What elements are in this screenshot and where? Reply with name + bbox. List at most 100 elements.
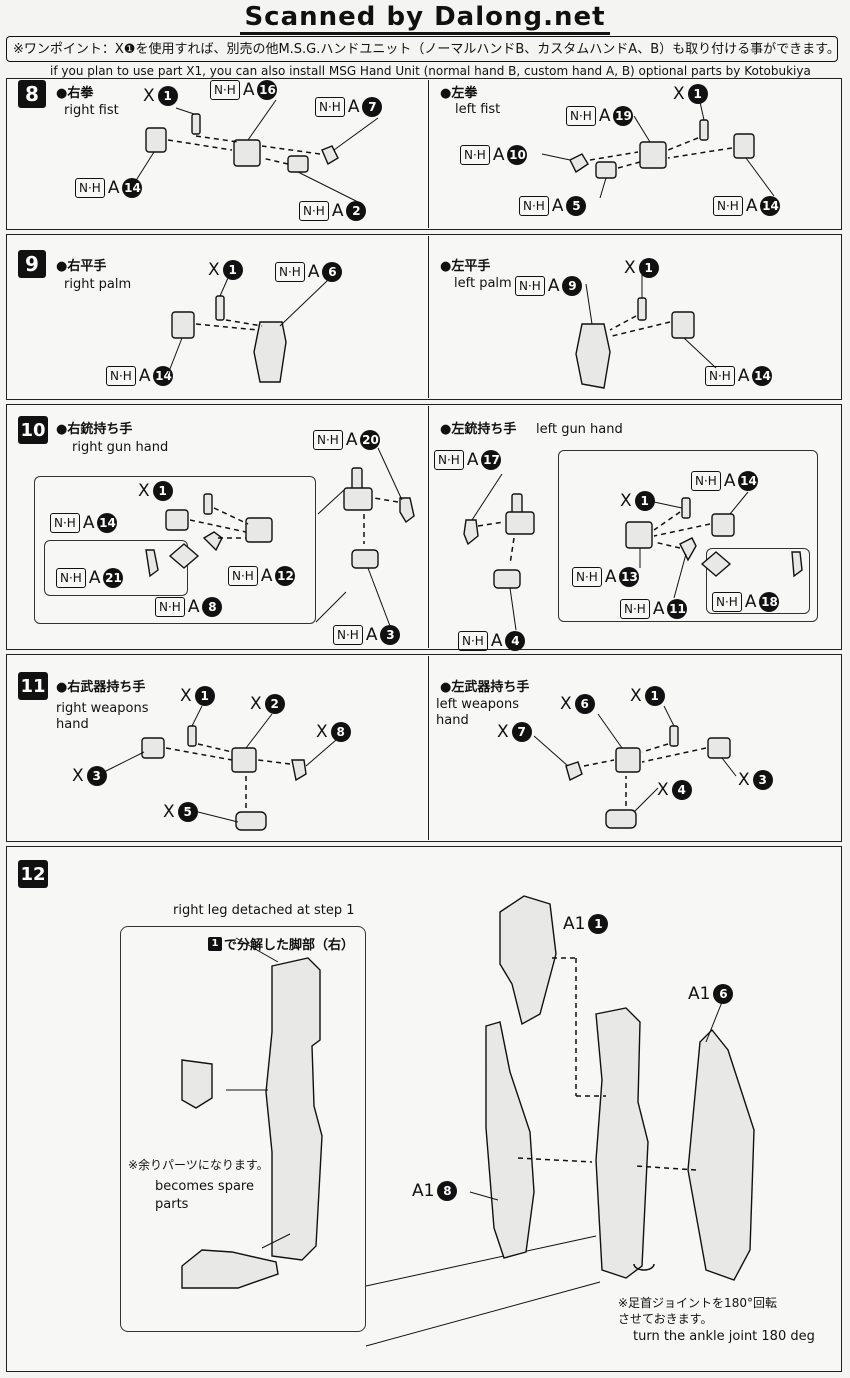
runner-box: N·H [620, 599, 650, 619]
label-letter: X [163, 802, 175, 822]
runner-box: N·H [56, 568, 86, 588]
part-shape [141, 737, 165, 759]
part-number-circle: 1 [157, 86, 178, 106]
step-9-number: 9 [18, 250, 46, 278]
label-letter: A [187, 597, 200, 617]
part-number-circle: 8 [202, 597, 223, 617]
label-letter: A [138, 366, 151, 386]
part-shape [231, 747, 257, 773]
part-shape [235, 811, 267, 831]
ankle-joint-en: turn the ankle joint 180 deg [633, 1329, 815, 1344]
part-shape [399, 497, 415, 524]
label-letter: X [630, 686, 642, 706]
step-9-divider [428, 236, 429, 398]
part-shape [485, 1021, 535, 1259]
right-gun-hand-option-inset [44, 540, 188, 596]
right-fist-en: right fist [64, 103, 119, 118]
runner-box: N·H [313, 430, 343, 450]
part-shape [733, 133, 755, 159]
part-shape [165, 509, 189, 531]
label-letter: X [180, 686, 192, 706]
right-gun-hand-diagram [145, 447, 415, 627]
one-point-note: ※ワンポイント：X❶を使用すれば、別売の他M.S.G.ハンドユニット（ノーマルハ… [6, 36, 838, 62]
part-number-circle: 14 [760, 196, 781, 216]
label-letter: A [347, 97, 360, 117]
label-letter: A [598, 106, 611, 126]
part-number-circle: 20 [360, 430, 381, 450]
part-number-circle: 2 [346, 201, 367, 221]
part-shape [687, 1028, 755, 1281]
part-number-circle: 7 [362, 97, 383, 117]
label-letter: A [551, 196, 564, 216]
part-number-circle: 1 [152, 481, 173, 501]
part-number-circle: 1 [644, 686, 665, 706]
runner-box: N·H [572, 567, 602, 587]
step-11-divider [428, 656, 429, 840]
runner-box: N·H [691, 471, 721, 491]
part-number-circle: 3 [380, 625, 401, 645]
part-number-circle: 1 [588, 914, 609, 934]
part-number-circle: 6 [713, 984, 734, 1004]
part-number-circle: 1 [638, 258, 659, 278]
left-palm-en: left palm [454, 276, 512, 291]
one-point-jp: ※ワンポイント：X❶を使用すれば、別売の他M.S.G.ハンドユニット（ノーマルハ… [13, 42, 838, 57]
part-number-circle: 1 [194, 686, 215, 706]
right-fist-jp: ●右拳 [56, 86, 94, 101]
runner-box: N·H [315, 97, 345, 117]
part-number-circle: 17 [481, 450, 502, 470]
label-letter: A1 [563, 914, 586, 934]
runner-box: N·H [460, 145, 490, 165]
spare-parts-jp: ※余りパーツになります。 [128, 1158, 269, 1172]
part-shape [253, 321, 287, 383]
part-shape [700, 551, 732, 577]
runner-box: N·H [210, 80, 240, 100]
part-shape [171, 311, 195, 339]
left-gun-hand-diagram [463, 473, 803, 631]
left-gun-hand-jp: ●左銃持ち手 [440, 422, 517, 437]
detached-leg-inset [120, 926, 366, 1332]
part-shape [181, 1059, 213, 1109]
part-number-circle: 1 [687, 84, 708, 104]
part-shape [707, 737, 731, 759]
part-number-circle: 1 [634, 491, 655, 511]
runner-box: N·H [515, 276, 545, 296]
part-number-circle: 3 [752, 770, 773, 790]
part-shape [625, 521, 653, 549]
part-shape [679, 537, 697, 562]
label-letter: A [745, 196, 758, 216]
right-weapons-hand-jp: ●右武器持ち手 [56, 680, 146, 695]
part-shape [343, 487, 373, 511]
label-letter: A [547, 276, 560, 296]
part-number-circle: 6 [574, 694, 595, 714]
part-number-circle: 5 [566, 196, 587, 216]
step-8-number: 8 [18, 80, 46, 108]
step-10-number: 10 [18, 416, 48, 444]
part-shape [463, 519, 479, 546]
left-fist-diagram [541, 101, 775, 199]
part-number-circle: 16 [257, 80, 278, 100]
part-shape [681, 497, 691, 519]
left-weapons-hand-diagram [533, 705, 737, 829]
runner-box: N·H [519, 196, 549, 216]
left-palm-jp: ●左平手 [440, 259, 491, 274]
part-shape [203, 493, 213, 515]
part-shape [575, 323, 611, 389]
label-letter: X [560, 694, 572, 714]
part-number-circle: 21 [103, 568, 124, 588]
